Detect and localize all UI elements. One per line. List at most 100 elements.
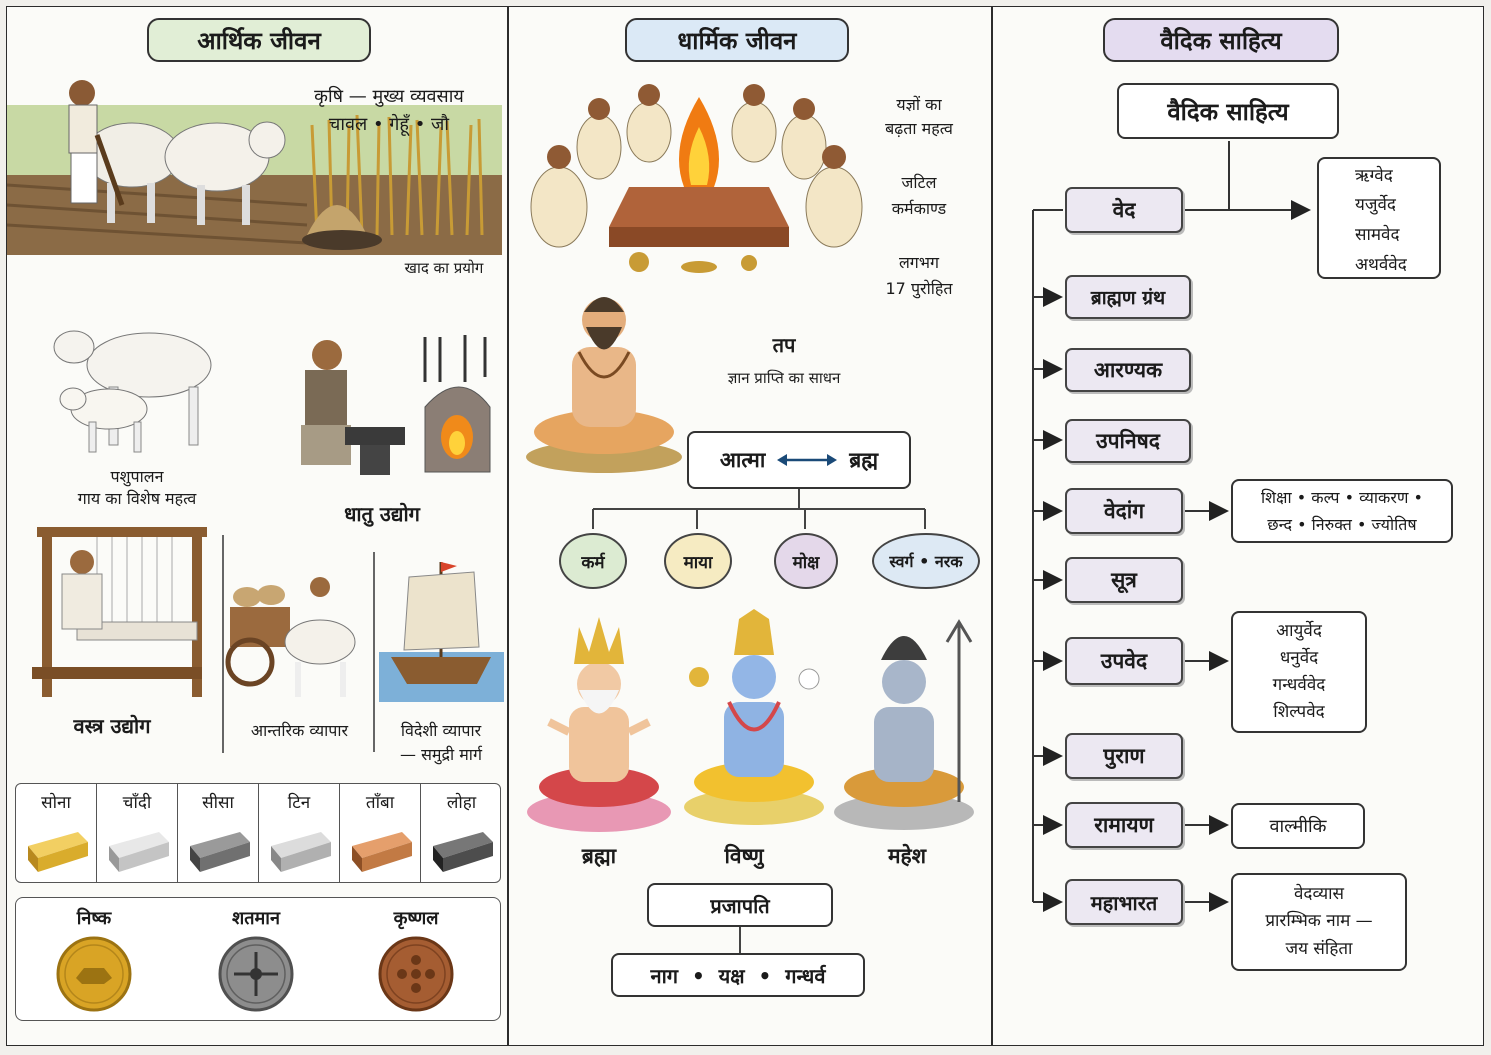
divider-line <box>373 552 375 752</box>
divider-line <box>222 535 224 753</box>
mahabharata-jaya-samhita: जय संहिता <box>1285 938 1353 959</box>
veda-samaveda: सामवेद <box>1355 225 1400 245</box>
atma-brahm-box: आत्मा ब्रह्म <box>687 431 911 489</box>
node-sutra: सूत्र <box>1065 557 1183 603</box>
concept-maya: माया <box>664 533 732 589</box>
sailing-ship-illustration <box>379 562 504 702</box>
coins-box: निष्क शतमान कृष्णल <box>15 897 501 1021</box>
shatmaan-coin-icon <box>218 936 294 1012</box>
vishnu-illustration <box>684 609 824 825</box>
economic-life-panel: आर्थिक जीवन कृषि — मुख्य व्यवसाय चावल • … <box>6 6 508 1046</box>
tin-ingot-icon <box>271 832 331 872</box>
lead-ingot-icon <box>190 832 250 872</box>
foreign-trade-label: विदेशी व्यापार <box>400 721 482 740</box>
node-brahmana-granth: ब्राह्मण ग्रंथ <box>1065 275 1191 319</box>
metal-lead-label: सीसा <box>202 793 234 813</box>
vedic-literature-title: वैदिक साहित्य <box>1103 18 1339 62</box>
node-mahabharata: महाभारत <box>1065 879 1183 925</box>
metal-cell: ताँबा <box>340 784 421 882</box>
metal-gold-label: सोना <box>41 793 71 813</box>
prajapati-box: प्रजापति <box>647 883 833 927</box>
vedas-list-box: ऋग्वेद यजुर्वेद सामवेद अथर्ववेद <box>1317 157 1441 279</box>
beings-box: नाग • यक्ष • गन्धर्व <box>611 953 865 997</box>
upaveda-shilpaveda: शिल्पवेद <box>1273 702 1325 723</box>
weaving-loom-illustration <box>32 527 207 697</box>
metal-copper-label: ताँबा <box>365 793 395 813</box>
upaveda-list-box: आयुर्वेद धनुर्वेद गन्धर्ववेद शिल्पवेद <box>1231 611 1367 733</box>
silver-ingot-icon <box>109 832 169 872</box>
ploughing-illustration <box>7 80 502 255</box>
ramayana-author-box: वाल्मीकि <box>1231 803 1365 849</box>
prajapati-connector <box>739 927 741 953</box>
manure-label: खाद का प्रयोग <box>404 259 484 277</box>
copper-ingot-icon <box>352 832 412 872</box>
node-veda: वेद <box>1065 187 1183 233</box>
coin-shatmaan-label: शतमान <box>232 908 280 929</box>
concept-moksha: मोक्ष <box>774 533 838 589</box>
metal-cell: चाँदी <box>97 784 178 882</box>
vedanga-list-box: शिक्षा • कल्प • व्याकरण • छन्द • निरुक्त… <box>1231 479 1453 543</box>
veda-yajurveda: यजुर्वेद <box>1355 195 1396 215</box>
nishka-coin-icon <box>56 936 132 1012</box>
textile-industry-label: वस्त्र उद्योग <box>73 714 151 738</box>
vedic-literature-panel: वैदिक साहित्य वैदिक साहित्य वेद ब्राह्मण… <box>992 6 1484 1046</box>
tapa-sub-label: ज्ञान प्राप्ति का साधन <box>727 369 841 387</box>
double-arrow-icon <box>777 454 838 466</box>
vedanga-line-1: शिक्षा • कल्प • व्याकरण • <box>1261 487 1423 507</box>
mahabharata-original-name-label: प्रारम्भिक नाम — <box>1265 911 1373 932</box>
blacksmith-illustration <box>301 335 491 475</box>
economic-life-title: आर्थिक जीवन <box>147 18 371 62</box>
upaveda-gandharvaveda: गन्धर्ववेद <box>1272 675 1326 695</box>
upaveda-ayurveda: आयुर्वेद <box>1276 620 1322 641</box>
veda-atharvaveda: अथर्ववेद <box>1355 255 1407 275</box>
metal-iron-label: लोहा <box>446 793 477 813</box>
religious-life-title: धार्मिक जीवन <box>625 18 849 62</box>
cattle-rearing-label: पशुपालन <box>110 467 164 486</box>
node-ramayana: रामायण <box>1065 802 1183 848</box>
upaveda-dhanurveda: धनुर्वेद <box>1279 647 1319 668</box>
sea-route-label: — समुद्री मार्ग <box>400 745 482 764</box>
metal-cell: टिन <box>259 784 340 882</box>
cow-calf-illustration <box>53 330 212 453</box>
cow-importance-label: गाय का विशेष महत्व <box>77 489 197 508</box>
metal-cell: सोना <box>16 784 97 882</box>
coin-nishka-label: निष्क <box>76 908 112 929</box>
inland-trade-label: आन्तरिक व्यापार <box>250 721 349 740</box>
metal-cell: सीसा <box>178 784 259 882</box>
vedanga-line-2: छन्द • निरुक्त • ज्योतिष <box>1267 515 1417 534</box>
node-upaveda: उपवेद <box>1065 637 1183 685</box>
node-vedanga: वेदांग <box>1065 488 1183 534</box>
metal-silver-label: चाँदी <box>122 793 152 813</box>
metal-industry-label: धातु उद्योग <box>344 502 420 526</box>
yajna-importance-label-2: बढ़ता महत्व <box>885 119 953 138</box>
complex-ritual-label-1: जटिल <box>901 173 937 192</box>
node-purana: पुराण <box>1065 733 1183 779</box>
vedic-literature-root: वैदिक साहित्य <box>1117 83 1339 139</box>
god-brahma-label: ब्रह्मा <box>581 844 617 868</box>
tapa-label: तप <box>772 333 796 357</box>
mahesh-shiva-illustration <box>834 619 974 830</box>
god-vishnu-label: विष्णु <box>724 844 764 868</box>
mahabharata-author: वेदव्यास <box>1293 884 1345 905</box>
krishnal-coin-icon <box>378 936 454 1012</box>
gold-ingot-icon <box>28 832 88 872</box>
veda-rigveda: ऋग्वेद <box>1355 166 1393 186</box>
religious-life-panel: धार्मिक जीवन यज्ञों का बढ़ता महत्व जटिल … <box>508 6 992 1046</box>
concept-swarg-narak: स्वर्ग • नरक <box>872 533 980 589</box>
metals-table: सोना चाँदी सीसा टिन ताँबा लोहा <box>15 783 501 883</box>
agriculture-main-label: कृषि — मुख्य व्यवसाय <box>314 86 464 107</box>
concept-karma: कर्म <box>559 533 627 589</box>
brahm-label: ब्रह्म <box>849 448 879 472</box>
priests-label-2: 17 पुरोहित <box>885 279 953 298</box>
coin-krishnal-label: कृष्णल <box>393 908 439 929</box>
meditating-sage-illustration <box>526 297 682 473</box>
iron-ingot-icon <box>433 832 493 872</box>
metal-tin-label: टिन <box>287 793 311 813</box>
node-aranyaka: आरण्यक <box>1065 348 1191 392</box>
concept-connector-lines <box>592 489 926 529</box>
priests-label-1: लगभग <box>898 253 940 272</box>
brahma-illustration <box>527 617 671 832</box>
god-mahesh-label: महेश <box>888 844 926 868</box>
yajna-importance-label-1: यज्ञों का <box>896 95 942 114</box>
complex-ritual-label-2: कर्मकाण्ड <box>891 199 947 218</box>
